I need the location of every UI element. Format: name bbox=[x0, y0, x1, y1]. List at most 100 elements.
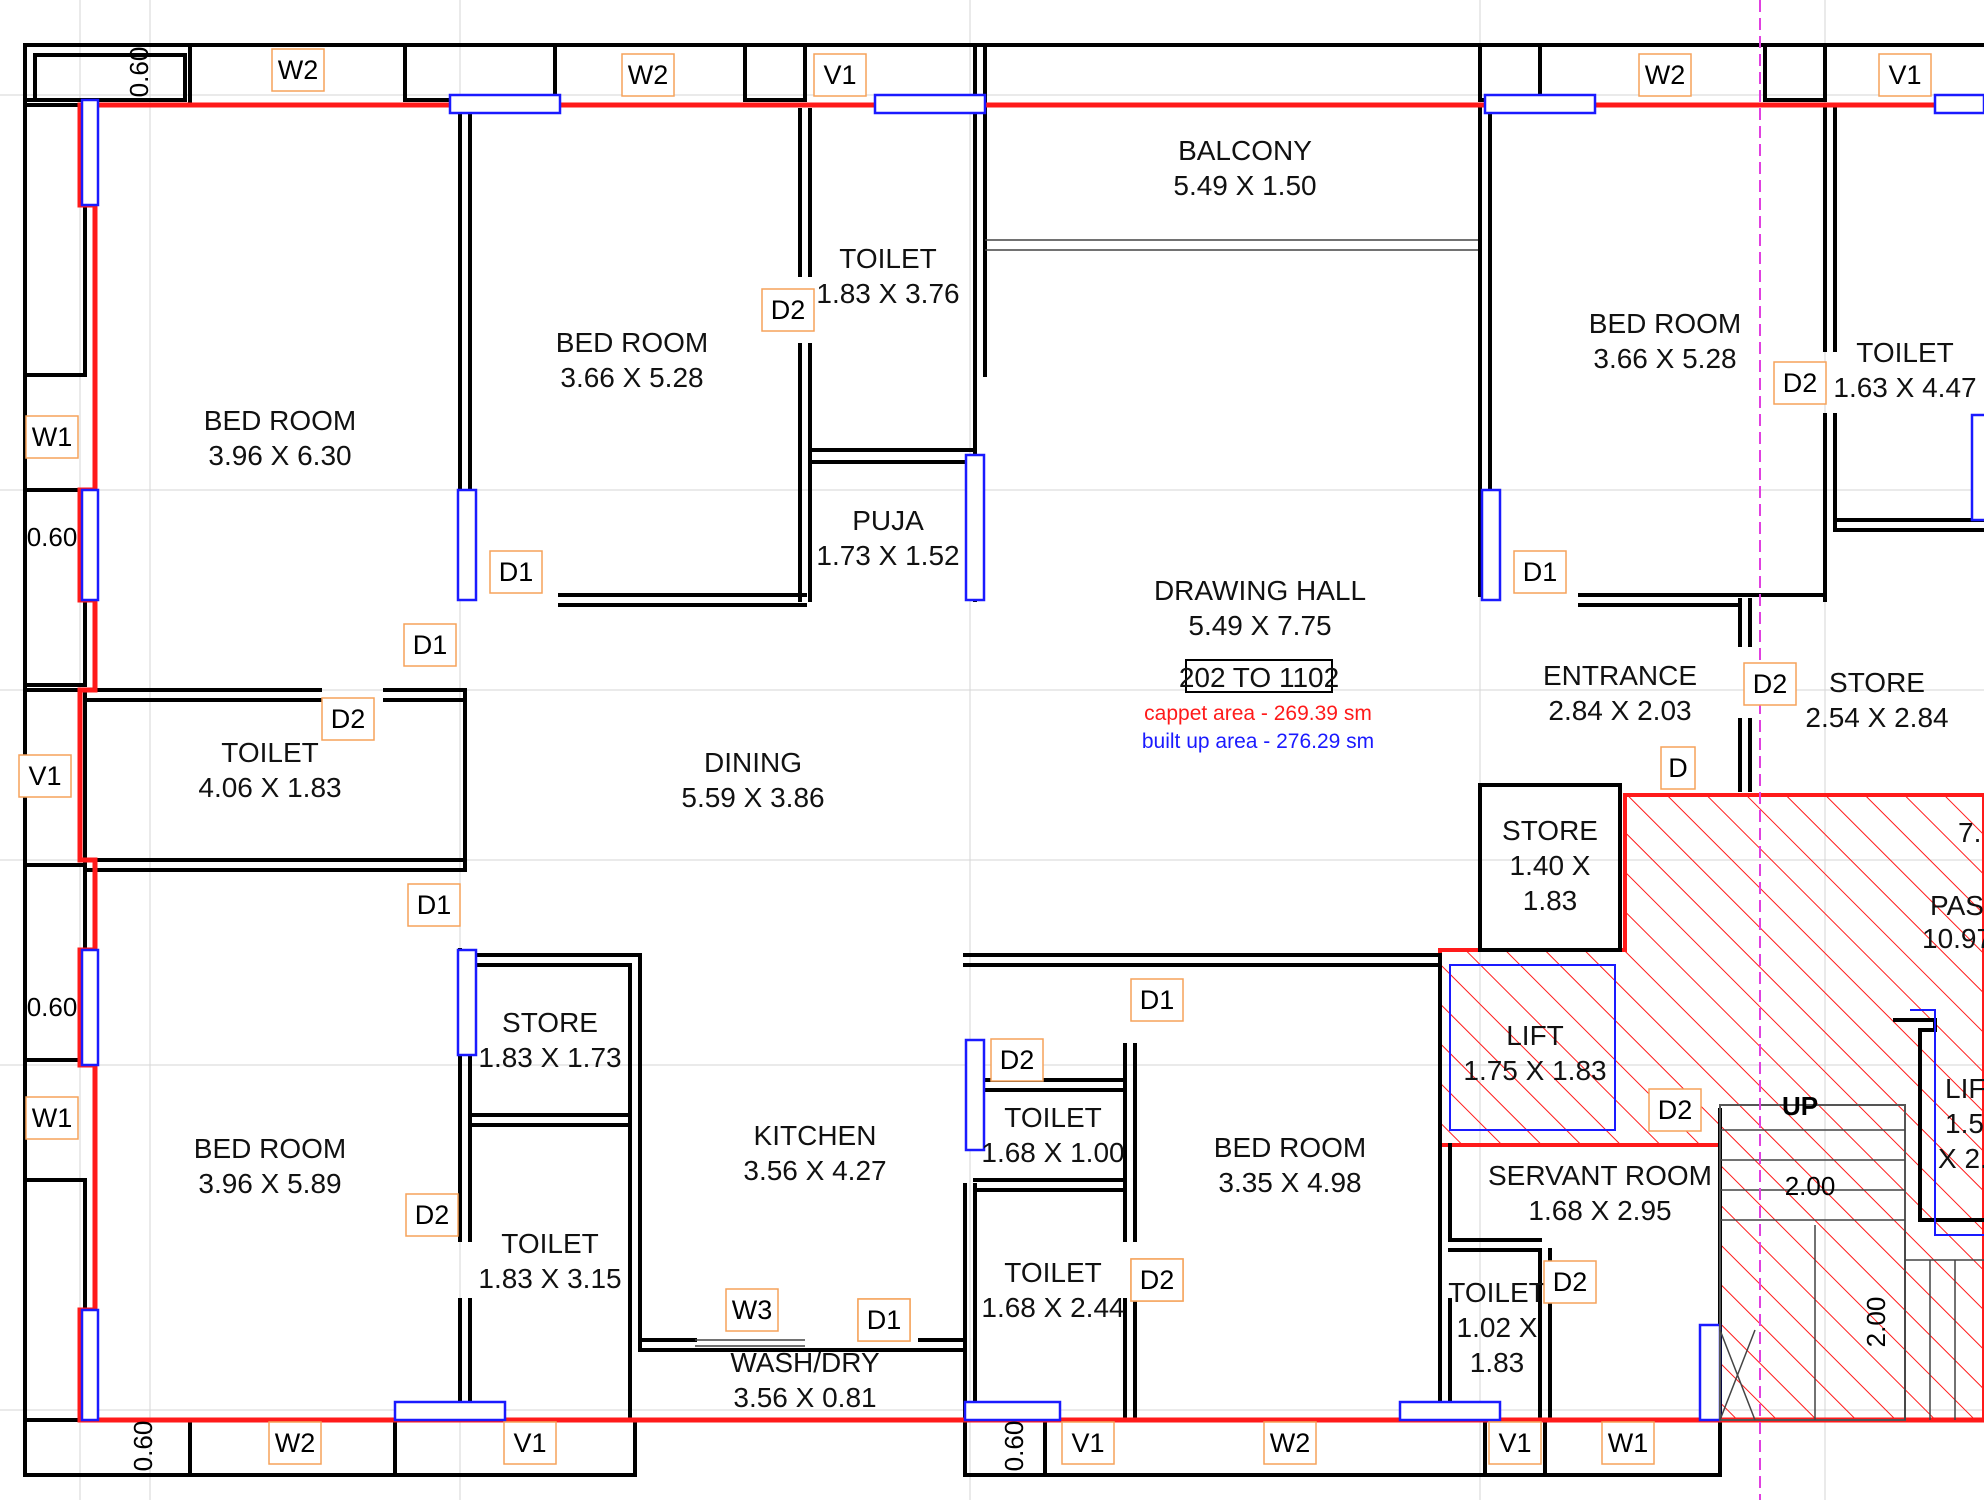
unit-label-box bbox=[1185, 659, 1333, 693]
tag-d2: D2 bbox=[1543, 1260, 1597, 1304]
tag-box bbox=[761, 288, 815, 332]
label-pass-dim: 10.97 bbox=[1922, 923, 1984, 954]
room-toilet-s-name: TOILET bbox=[501, 1228, 599, 1259]
tag-d2: D2 bbox=[761, 288, 815, 332]
room-toilet-ne-dim: 1.63 X 4.47 bbox=[1833, 372, 1976, 403]
unit-label: 202 TO 1102 bbox=[1179, 662, 1339, 693]
tag-box bbox=[1130, 1258, 1184, 1302]
tag-w2: W2 bbox=[271, 48, 325, 92]
room-entrance-name: ENTRANCE bbox=[1543, 660, 1697, 691]
stair: UP 2.00 2.00 bbox=[1719, 1091, 1984, 1421]
tag-d2: D2 bbox=[1743, 662, 1797, 706]
tag-label: D2 bbox=[1000, 1045, 1035, 1075]
room-kitchen-dim: 3.56 X 4.27 bbox=[743, 1155, 886, 1186]
dim-060-left-1: 0.60 bbox=[27, 522, 78, 552]
tag-box bbox=[1601, 1421, 1655, 1465]
stair-up-label: UP bbox=[1782, 1091, 1818, 1121]
tag-label: D2 bbox=[1783, 368, 1818, 398]
dim-060-left-2: 0.60 bbox=[27, 992, 78, 1022]
tag-label: D1 bbox=[499, 557, 534, 587]
tag-box bbox=[1543, 1260, 1597, 1304]
tag-d1: D1 bbox=[857, 1298, 911, 1342]
room-toilet-n-dim: 1.83 X 3.76 bbox=[816, 278, 959, 309]
room-store-e-name: STORE bbox=[1829, 667, 1925, 698]
tag-box bbox=[1061, 1421, 1115, 1465]
room-bed-room-ne-name: BED ROOM bbox=[1589, 308, 1741, 339]
tag-label: D2 bbox=[1140, 1265, 1175, 1295]
room-kitchen-name: KITCHEN bbox=[754, 1120, 877, 1151]
room-wash-dry-dim: 3.56 X 0.81 bbox=[733, 1382, 876, 1413]
room-lift-name: LIFT bbox=[1506, 1020, 1564, 1051]
area-info: 202 TO 1102 cappet area - 269.39 sm buil… bbox=[1142, 659, 1374, 753]
tag-box bbox=[503, 1421, 557, 1465]
tag-v1: V1 bbox=[1488, 1421, 1542, 1465]
tag-w1: W1 bbox=[1601, 1421, 1655, 1465]
tag-w1: W1 bbox=[25, 1096, 79, 1140]
tag-box bbox=[1130, 978, 1184, 1022]
room-toilet-small-name: TOILET bbox=[1004, 1102, 1102, 1133]
tag-d2: D2 bbox=[321, 697, 375, 741]
room-toilet-w-dim: 4.06 X 1.83 bbox=[198, 772, 341, 803]
label-seven: 7. bbox=[1958, 817, 1981, 848]
tag-label: W1 bbox=[32, 1103, 73, 1133]
tag-label: D2 bbox=[1553, 1267, 1588, 1297]
tag-d1: D1 bbox=[403, 623, 457, 667]
room-toilet-ne-name: TOILET bbox=[1856, 337, 1954, 368]
tag-label: W2 bbox=[628, 60, 669, 90]
tag-v1: V1 bbox=[813, 53, 867, 97]
label-pass: PASS bbox=[1930, 890, 1984, 921]
tag-label: V1 bbox=[1498, 1428, 1531, 1458]
room-balcony-dim: 5.49 X 1.50 bbox=[1173, 170, 1316, 201]
room-wash-dry-name: WASH/DRY bbox=[730, 1347, 880, 1378]
room-store-lift-dim2: 1.83 bbox=[1523, 885, 1578, 916]
tag-label: D2 bbox=[771, 295, 806, 325]
tag-label: V1 bbox=[28, 761, 61, 791]
room-toilet-w-name: TOILET bbox=[221, 737, 319, 768]
tag-d1: D1 bbox=[489, 550, 543, 594]
tag-box bbox=[990, 1038, 1044, 1082]
builtup-area: built up area - 276.29 sm bbox=[1142, 730, 1374, 753]
room-drawing-hall-dim: 5.49 X 7.75 bbox=[1188, 610, 1331, 641]
room-bed-room-nmid-name: BED ROOM bbox=[556, 327, 708, 358]
label-lift2: LIFT bbox=[1945, 1073, 1984, 1104]
dimension-labels: 0.60 0.60 0.60 0.60 0.60 bbox=[27, 47, 1029, 1472]
tag-box bbox=[268, 1421, 322, 1465]
tag-label: D1 bbox=[867, 1305, 902, 1335]
room-toilet-s-dim: 1.83 X 3.15 bbox=[478, 1263, 621, 1294]
tag-label: W3 bbox=[732, 1295, 773, 1325]
tag-label: D2 bbox=[415, 1200, 450, 1230]
tag-label: V1 bbox=[513, 1428, 546, 1458]
room-bed-room-s-dim: 3.35 X 4.98 bbox=[1218, 1167, 1361, 1198]
label-lift2-a: 1.50 bbox=[1945, 1108, 1984, 1139]
room-bed-room-sw-name: BED ROOM bbox=[194, 1133, 346, 1164]
tag-d2: D2 bbox=[990, 1038, 1044, 1082]
room-bed-room-nmid-dim: 3.66 X 5.28 bbox=[560, 362, 703, 393]
carpet-outline bbox=[77, 102, 1984, 1423]
tag-d: D bbox=[1660, 746, 1696, 790]
room-servant-room-dim: 1.68 X 2.95 bbox=[1528, 1195, 1671, 1226]
room-toilet-servant-dim: 1.02 X bbox=[1457, 1312, 1538, 1343]
tag-box bbox=[1488, 1421, 1542, 1465]
tag-label: W2 bbox=[1645, 60, 1686, 90]
tag-d2: D2 bbox=[1130, 1258, 1184, 1302]
tag-box bbox=[857, 1298, 911, 1342]
tag-label: W2 bbox=[1270, 1428, 1311, 1458]
tag-box bbox=[1660, 746, 1696, 790]
dim-060-bottom-2: 0.60 bbox=[999, 1421, 1029, 1472]
room-toilet-servant-dim2: 1.83 bbox=[1470, 1347, 1525, 1378]
tag-label: D1 bbox=[417, 890, 452, 920]
room-bed-room-nw-name: BED ROOM bbox=[204, 405, 356, 436]
openings bbox=[80, 93, 1984, 1422]
tag-label: W2 bbox=[278, 55, 319, 85]
tag-v1: V1 bbox=[1061, 1421, 1115, 1465]
tag-label: W1 bbox=[1608, 1428, 1649, 1458]
tag-box bbox=[271, 48, 325, 92]
tag-d2: D2 bbox=[405, 1193, 459, 1237]
room-puja-name: PUJA bbox=[852, 505, 924, 536]
tag-w3: W3 bbox=[725, 1288, 779, 1332]
room-bed-room-ne-dim: 3.66 X 5.28 bbox=[1593, 343, 1736, 374]
carpet-area: cappet area - 269.39 sm bbox=[1144, 702, 1372, 725]
dim-060-bottom-1: 0.60 bbox=[128, 1421, 158, 1472]
tag-label: V1 bbox=[1888, 60, 1921, 90]
label-lift2-b: X 2.0 bbox=[1938, 1143, 1984, 1174]
